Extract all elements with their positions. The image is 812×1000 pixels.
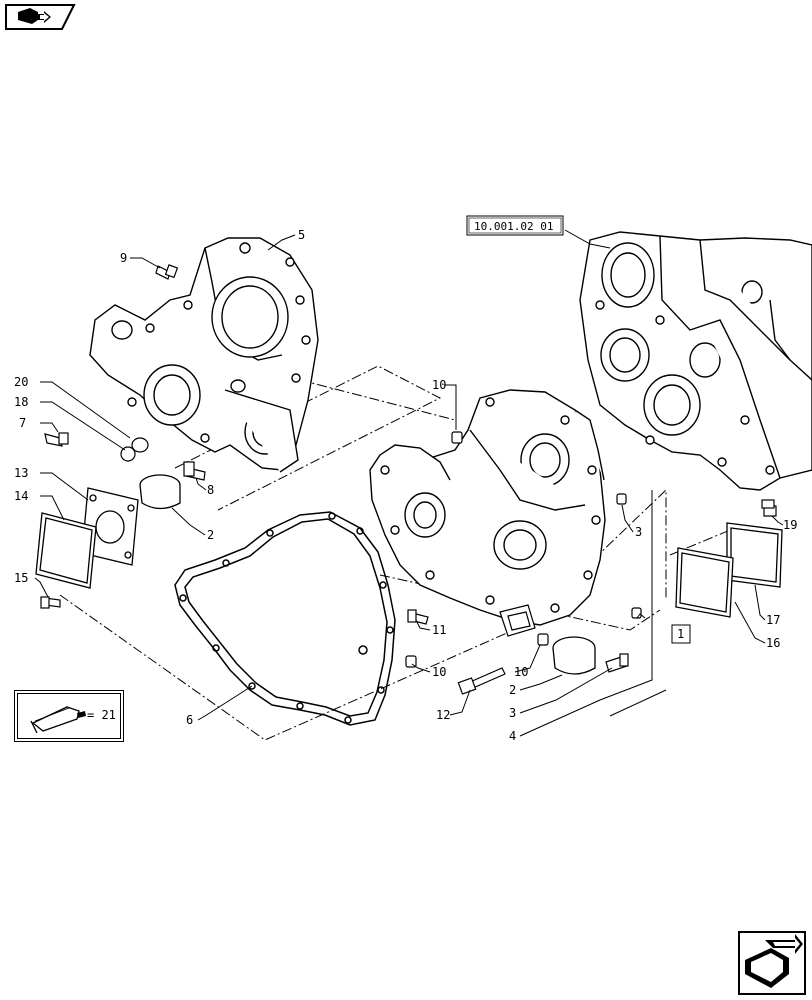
reference-box-label: 10.001.02 01 xyxy=(474,220,553,233)
cover-plate-left xyxy=(35,487,139,589)
plug-and-washer xyxy=(44,432,149,462)
callout-9: 9 xyxy=(120,251,127,265)
sensor-block xyxy=(499,604,536,637)
bushing-right xyxy=(552,636,596,675)
callout-15: 15 xyxy=(14,571,28,585)
callout-20: 20 xyxy=(14,375,28,389)
callout-18: 18 xyxy=(14,395,28,409)
callout-2-left: 2 xyxy=(207,528,214,542)
callout-14: 14 xyxy=(14,489,28,503)
front-timing-cover xyxy=(89,237,319,473)
leader-lines xyxy=(34,229,784,737)
callout-box-1-label: 1 xyxy=(677,627,684,641)
callout-17: 17 xyxy=(766,613,780,627)
callout-16: 16 xyxy=(766,636,780,650)
callout-7: 7 xyxy=(19,416,26,430)
bolt-9 xyxy=(155,264,179,280)
nav-prev-button[interactable] xyxy=(4,3,76,31)
callout-10-left: 10 xyxy=(432,665,446,679)
nav-prev-icon xyxy=(5,4,76,30)
callout-10-right: 10 xyxy=(514,665,528,679)
sealant-tube-icon xyxy=(30,706,86,733)
callout-3-lower: 3 xyxy=(509,706,516,720)
bolt-19 xyxy=(761,499,777,517)
plugs xyxy=(616,493,642,619)
callout-3-upper: 3 xyxy=(635,525,642,539)
callout-8: 8 xyxy=(207,483,214,497)
bolt-8 xyxy=(183,461,206,481)
timing-case xyxy=(369,389,606,626)
callout-2-right: 2 xyxy=(509,683,516,697)
legend-value: = 21 xyxy=(87,708,116,722)
callout-11: 11 xyxy=(432,623,446,637)
callout-6: 6 xyxy=(186,713,193,727)
nav-next-icon xyxy=(738,931,806,995)
cover-plate-right xyxy=(675,522,783,618)
engine-block xyxy=(579,231,812,491)
callout-10-top: 10 xyxy=(432,378,446,392)
bushing-left xyxy=(139,474,181,510)
nav-next-button[interactable] xyxy=(737,930,807,996)
gasket-6 xyxy=(174,511,396,726)
bolt-11 xyxy=(407,609,429,625)
callout-4: 4 xyxy=(509,729,516,743)
bolt-12 xyxy=(457,667,506,695)
dowel-pins xyxy=(405,431,549,668)
assembly-line-cover xyxy=(669,527,736,556)
callout-box-1: 1 xyxy=(671,624,691,644)
bolt-15 xyxy=(40,596,61,609)
callout-12: 12 xyxy=(436,708,450,722)
legend-box: = 21 xyxy=(14,690,124,742)
reference-box: 10.001.02 01 xyxy=(466,215,564,236)
callout-19: 19 xyxy=(783,518,797,532)
part-callouts: 20 18 7 13 14 15 9 5 8 2 6 10 10 11 10 1… xyxy=(14,228,797,743)
callout-13: 13 xyxy=(14,466,28,480)
callout-5: 5 xyxy=(298,228,305,242)
